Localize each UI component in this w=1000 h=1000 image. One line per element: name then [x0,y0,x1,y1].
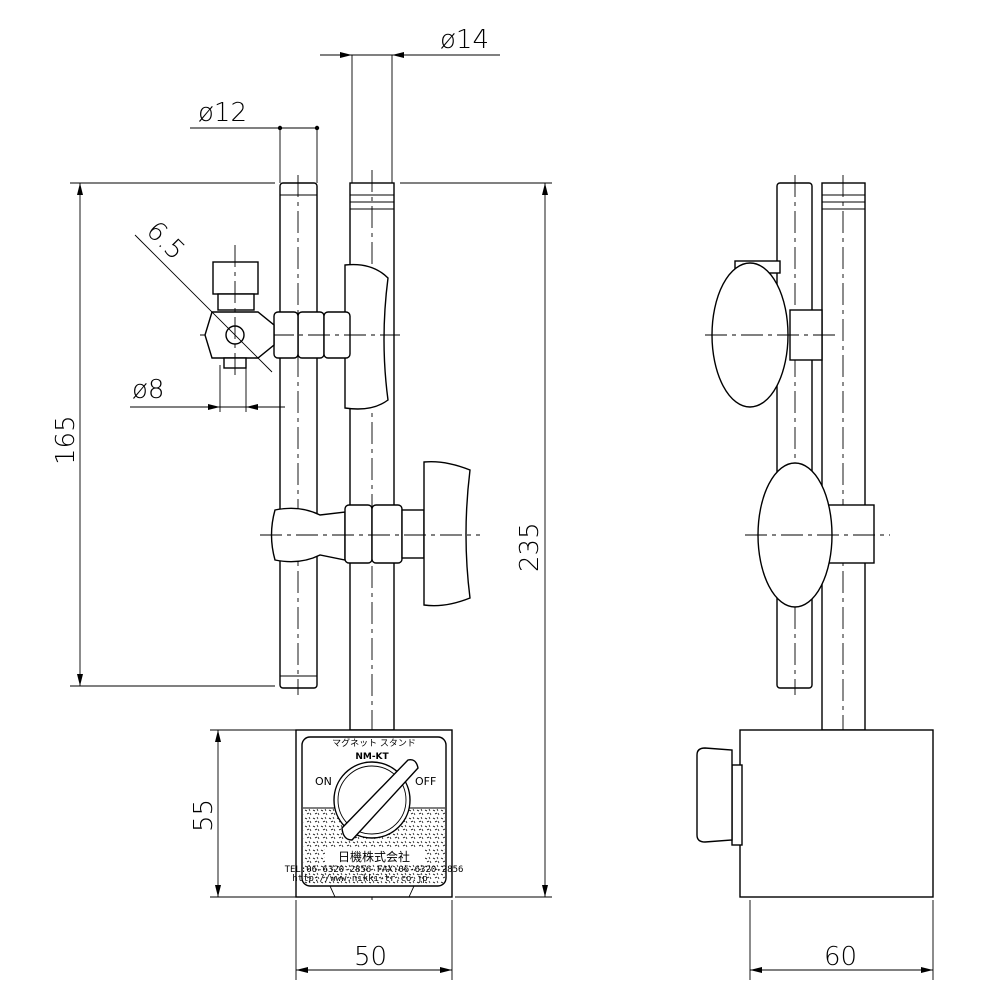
lower-knob [423,460,471,607]
dim-50: 50 [354,942,387,972]
plate-on: ON [315,775,332,788]
dim-55: 55 [189,799,219,832]
side-main-rod [821,182,866,731]
plate-url: http://www.nikki-tr.co.jp [292,874,427,884]
plate-contact: TEL:06-6320-2856 FAX:06-6320-2856 [285,865,464,875]
side-base [739,729,934,898]
dim-hole: ø8 [132,375,164,405]
dim-235: 235 [515,522,545,572]
plate-company: 日機株式会社 [338,849,410,864]
plate-off: OFF [415,775,436,788]
side-view [696,175,934,898]
upper-knob [344,263,389,410]
dim-rod-side: ø12 [198,98,247,128]
front-view: マグネット スタンド NM-KT ON OFF 日機株式会社 TEL:06-63… [200,170,480,900]
plate-title: マグネット スタンド [332,737,416,749]
switch-lever[interactable] [341,758,419,841]
dim-angle: 6.5 [140,216,190,266]
side-rod [279,182,318,689]
dim-165: 165 [51,415,81,465]
knurled-nut [212,261,259,295]
dimensions: ø14 ø12 ø8 6.5 165 235 55 50 60 [51,25,934,980]
dim-rod-main: ø14 [440,25,489,55]
dim-60: 60 [824,942,857,972]
plate-model: NM-KT [355,752,389,762]
